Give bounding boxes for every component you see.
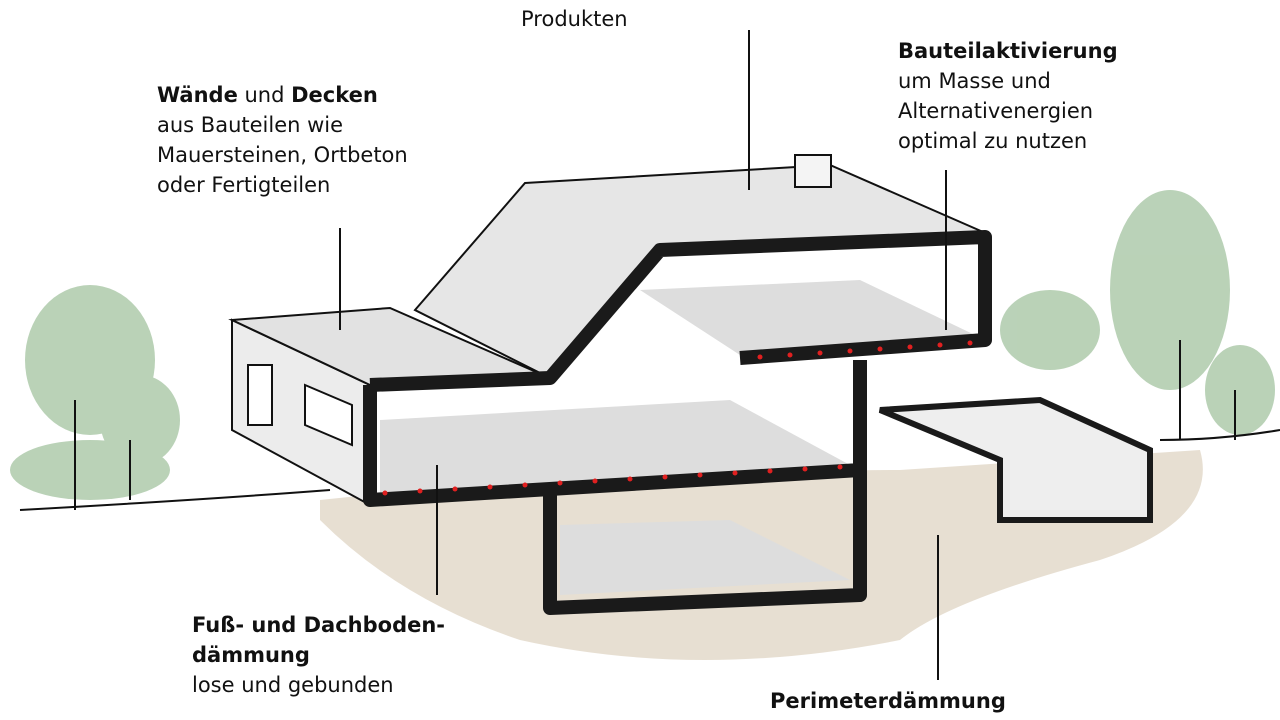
leader-lines: [339, 30, 947, 680]
label-perimeter: Perimeterdämmung: [770, 689, 1006, 713]
section-walls-lower: [363, 360, 867, 507]
label-activation: Bauteilaktivierung um Masse und Alternat…: [898, 39, 1118, 153]
section-walls-upper: [369, 230, 992, 392]
label-floor-insulation: Fuß- und Dachboden- dämmung lose und geb…: [192, 613, 446, 697]
annex: [878, 396, 1153, 523]
label-walls: Wände und Decken aus Bauteilen wie Mauer…: [157, 83, 408, 197]
tree-left: [10, 285, 180, 500]
heating-dots: [382, 340, 973, 496]
tree-right: [1000, 190, 1275, 435]
label-products: Produkten: [521, 7, 628, 31]
